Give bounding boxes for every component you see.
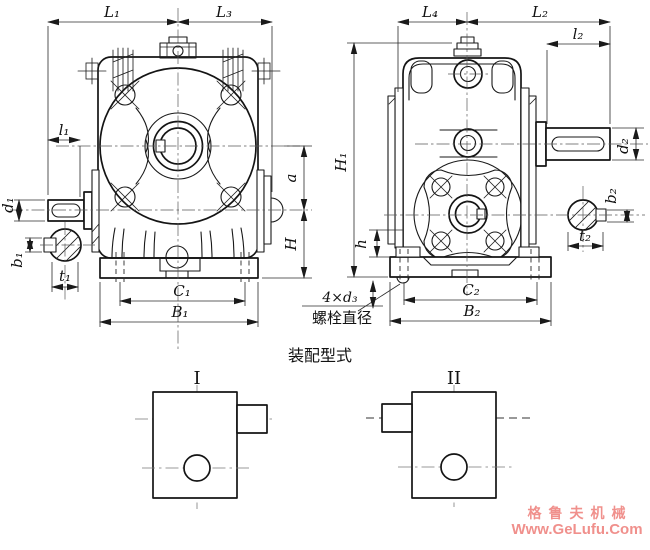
side-upper-bosses xyxy=(439,59,498,158)
callout-bolt-diameter-text: 螺栓直径 xyxy=(312,310,372,327)
dim-label-B1: B₁ xyxy=(170,303,188,321)
front-side-bolt-marks xyxy=(77,57,281,85)
watermark: 格鲁夫机械 Www.GeLufu.Com xyxy=(511,505,642,538)
assembly-type-heading: 装配型式 xyxy=(288,347,352,365)
dim-label-B2: B₂ xyxy=(462,302,480,320)
assembly-type-2-label: II xyxy=(447,368,461,389)
front-base xyxy=(99,245,259,282)
side-view-dimensions: L₄ L₂ l₂ H₁ h d₂ b₂ t₂ C₂ B₂ xyxy=(332,3,644,326)
front-view-drawing xyxy=(43,36,284,282)
centerlines xyxy=(10,8,648,350)
watermark-url-text: Www.GeLufu.Com xyxy=(511,521,642,538)
assembly-type-1: I xyxy=(135,368,272,509)
assembly-type-1-label: I xyxy=(193,368,200,389)
front-cover-bolts xyxy=(110,80,246,212)
dim-label-a: a xyxy=(282,174,300,183)
dim-label-H1: H₁ xyxy=(332,152,350,172)
dim-label-C1: C₁ xyxy=(173,282,191,300)
dim-label-b1: b₁ xyxy=(8,252,26,268)
side-top-cap xyxy=(453,36,482,57)
dim-label-b2: b₂ xyxy=(602,188,620,204)
assembly-type-section: 装配型式 I II xyxy=(135,347,532,509)
dim-label-C2: C₂ xyxy=(462,281,480,299)
front-input-shaft xyxy=(47,169,100,253)
dim-label-l1: l₁ xyxy=(59,121,70,139)
dim-label-H: H xyxy=(282,237,300,252)
dim-label-h: h xyxy=(352,239,370,249)
assembly-type-2: II xyxy=(366,368,532,507)
bolt-diameter-callout: 4×d₃ 螺栓直径 xyxy=(302,280,401,327)
front-view-dimensions: L₁ L₃ l₁ d₁ b₁ t₁ C₁ B₁ a H xyxy=(0,3,312,327)
dim-label-L4: L₄ xyxy=(421,3,438,21)
front-right-flange xyxy=(256,169,284,253)
side-cover-plate xyxy=(423,169,513,259)
dim-label-L1: L₁ xyxy=(103,3,120,21)
side-base xyxy=(389,246,552,284)
front-rib-blocks xyxy=(112,47,244,92)
watermark-brand-text: 格鲁夫机械 xyxy=(528,505,633,521)
dim-label-L3: L₃ xyxy=(215,3,232,21)
dim-label-d2: d₂ xyxy=(614,138,632,154)
dim-label-d1: d₁ xyxy=(0,197,17,213)
dim-label-t2: t₂ xyxy=(579,227,591,245)
dim-label-t1: t₁ xyxy=(59,267,71,285)
dim-label-L2: L₂ xyxy=(531,3,548,21)
callout-bolt-count: 4×d₃ xyxy=(321,290,358,306)
front-ribs xyxy=(111,227,245,258)
dim-label-l2: l₂ xyxy=(573,25,584,43)
